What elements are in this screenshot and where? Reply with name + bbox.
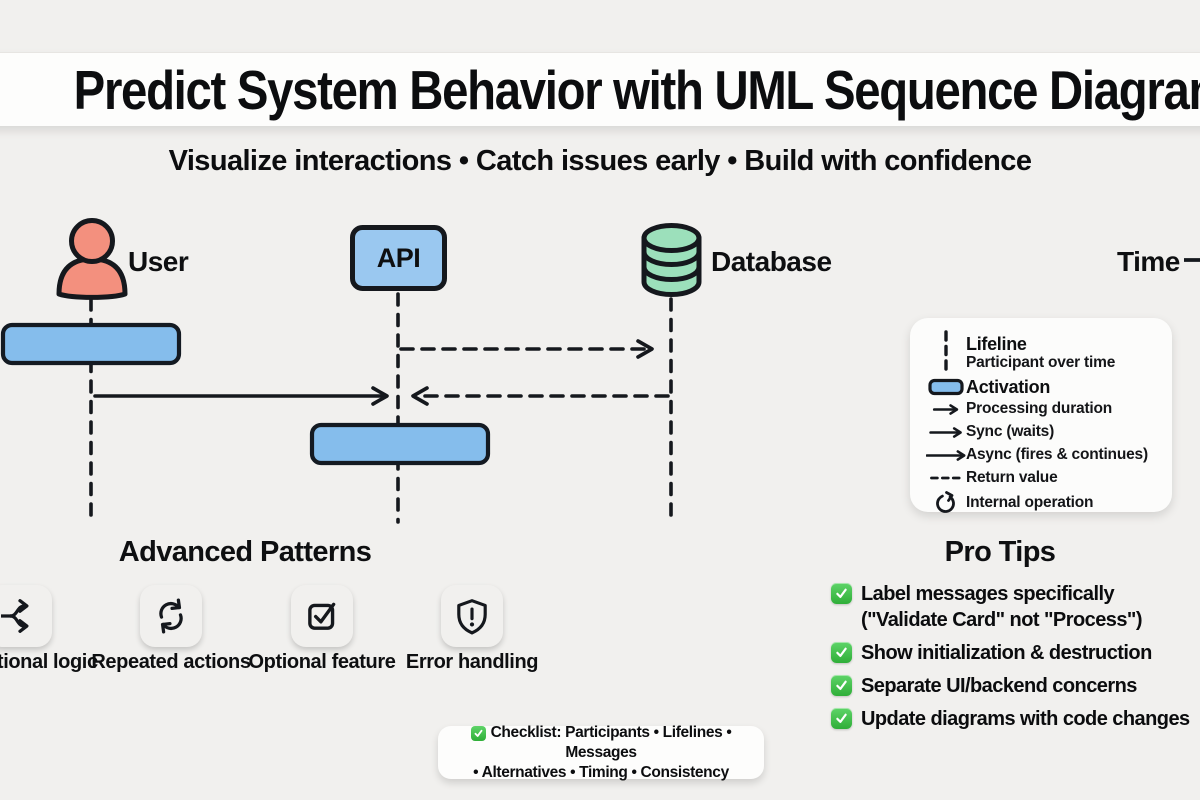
time-label: Time [1117,246,1180,277]
participant-label-user: User [128,246,189,277]
participant-label-api: API [376,242,421,273]
advanced-patterns-heading: Advanced Patterns [118,536,372,568]
check-icon [831,583,852,604]
legend-item-title: Sync (waits) [966,423,1055,440]
pro-tips-list: Label messages specifically ("Validate C… [831,581,1199,739]
checklist-text: Checklist: Participants • Lifelines • Me… [490,723,732,761]
pro-tip-item: Update diagrams with code changes [831,706,1199,732]
dashed-vertical-line-icon [926,330,966,374]
circular-arrow-icon [926,491,966,515]
database-cylinder-icon [641,223,702,297]
pro-tip-item: Separate UI/backend concerns [831,673,1199,699]
pro-tip-item: Show initialization & destruction [831,640,1199,666]
legend-card: Lifeline Participant over time Activatio… [910,318,1172,515]
cycle-icon [159,598,183,634]
legend-row-lifeline: Lifeline Participant over time [926,330,1162,374]
tile-label-error-handling: Error handling [405,651,539,673]
tile-optional-feature [291,585,353,647]
checkbox-icon [308,602,336,630]
legend-item-title: Async (fires & continues) [966,446,1148,463]
dashed-horizontal-line-icon [926,473,966,483]
title-banner: Predict System Behavior with UML Sequenc… [0,52,1200,126]
tile-conditional-logic [0,585,52,647]
tip-text-line2: ("Validate Card" not "Process") [861,609,1143,631]
check-icon [831,642,852,663]
tip-text: Update diagrams with code changes [861,708,1190,730]
legend-item-desc: Participant over time [966,353,1116,371]
checklist-line1: Checklist: Participants • Lifelines • Me… [438,723,764,763]
legend-row-activation: Activation [926,377,1162,397]
legend-item-title: Lifeline [966,333,1027,354]
legend-item-title: Processing duration [966,400,1113,417]
pro-tip-item: Label messages specifically ("Validate C… [831,581,1199,633]
return-message-arrow [411,386,670,406]
sync-message-arrow [93,386,389,406]
tip-text: Show initialization & destruction [861,642,1152,664]
async-message-arrow [399,339,654,359]
shield-alert-icon [457,599,487,635]
check-icon [470,725,486,741]
arrow-long-icon [926,449,966,462]
pro-tips-heading: Pro Tips [944,536,1056,568]
legend-item-title: Return value [966,469,1058,486]
participant-label-database: Database [711,246,832,277]
branch-icon [1,599,29,633]
api-box [350,225,447,291]
check-icon [831,675,852,696]
tile-label-conditional-logic: Conditional logic [0,651,98,673]
arrow-medium-icon [926,426,966,439]
legend-row-processing: Processing duration [926,399,1162,419]
checklist-card: Checklist: Participants • Lifelines • Me… [438,723,764,781]
tile-label-optional-feature: Optional feature [248,651,396,673]
tile-label-repeated-actions: Repeated actions [91,651,251,673]
legend-item-title: Internal operation [966,494,1094,511]
tile-error-handling [441,585,503,647]
activation-bar-api [309,422,491,466]
activation-bar-user [0,322,182,366]
tip-text: Separate UI/backend concerns [861,675,1137,697]
legend-item-title: Activation [966,377,1051,397]
person-icon [56,218,128,300]
legend-row-sync: Sync (waits) [926,422,1162,442]
activation-bar-icon [926,378,966,396]
checklist-line2: • Alternatives • Timing • Consistency [473,763,729,781]
page-subtitle: Visualize interactions • Catch issues ea… [168,145,1032,177]
tip-text: Label messages specifically [861,583,1115,605]
legend-row-return: Return value [926,468,1162,488]
legend-row-async: Async (fires & continues) [926,445,1162,465]
arrow-short-icon [926,403,966,416]
page-title: Predict System Behavior with UML Sequenc… [73,59,1200,121]
tile-repeated-actions [140,585,202,647]
check-icon [831,708,852,729]
legend-row-internal: Internal operation [926,491,1162,515]
